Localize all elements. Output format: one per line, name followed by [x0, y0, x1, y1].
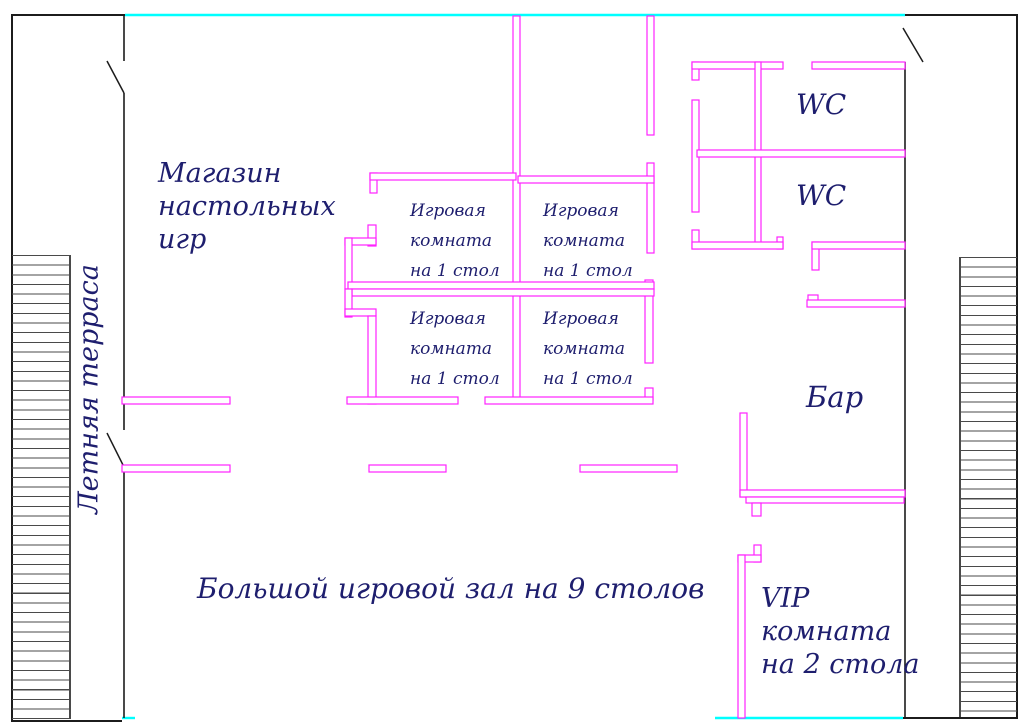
vip-room-label: VIP комната на 2 стола: [761, 583, 920, 680]
main-hall-label: Большой игровой зал на 9 столов: [197, 572, 705, 605]
shop-label: Магазин настольных игр: [158, 158, 336, 255]
stairs-left: [12, 255, 70, 720]
game-room-4-label: Игровая комната на 1 стол: [543, 309, 633, 389]
wc-bottom-label: WC: [796, 179, 847, 212]
wc-top-label: WC: [796, 88, 847, 121]
bar-counter-wall: [739, 412, 748, 498]
game-room-3-label: Игровая комната на 1 стол: [410, 309, 500, 389]
bar-label: Бар: [806, 380, 864, 414]
stairs-right: [960, 257, 1017, 718]
game-room-2-label: Игровая комната на 1 стол: [543, 201, 633, 281]
terrace-label: Летняя терраса: [73, 264, 105, 514]
game-room-1-label: Игровая комната на 1 стол: [410, 201, 500, 281]
wall-center-vertical: [512, 15, 521, 401]
partition-walls: [121, 15, 906, 719]
door-swing-lines: [106, 27, 924, 466]
